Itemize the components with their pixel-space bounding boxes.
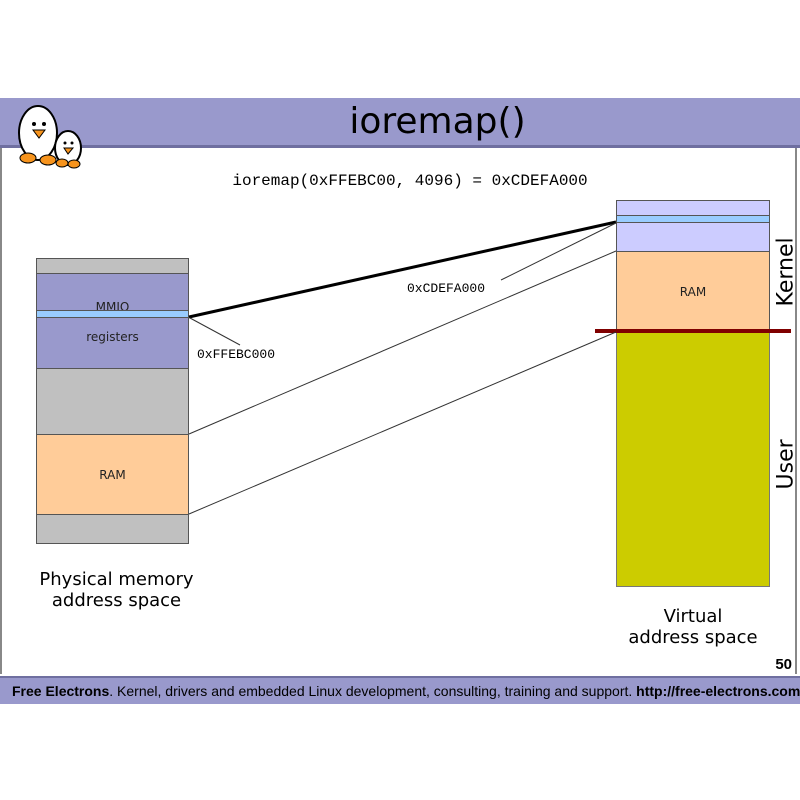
virt-ram-label: RAM bbox=[679, 285, 707, 299]
penguin-logo bbox=[18, 105, 82, 169]
ram-map-bottom-line bbox=[188, 331, 617, 515]
virt-addr-pointer bbox=[500, 222, 617, 281]
page-number: 50 bbox=[775, 656, 792, 673]
slide-frame bbox=[0, 148, 797, 674]
footer-text: . Kernel, drivers and embedded Linux dev… bbox=[109, 683, 637, 699]
phys-ram-label: RAM bbox=[99, 467, 126, 482]
registers-label: registers bbox=[86, 330, 139, 344]
virt-ram: RAM bbox=[616, 251, 770, 333]
virtual-caption: Virtual address space bbox=[596, 606, 790, 648]
virt-kernel-mid bbox=[616, 222, 770, 252]
virtual-caption-line2: address space bbox=[628, 627, 758, 648]
virtual-caption-line1: Virtual bbox=[663, 606, 723, 627]
virt-user bbox=[616, 332, 770, 587]
phys-gray-mid bbox=[36, 368, 189, 435]
physical-caption-line2: address space bbox=[51, 590, 182, 611]
phys-gray-bottom bbox=[36, 514, 189, 544]
footer-brand: Free Electrons bbox=[12, 683, 110, 699]
phys-mmio-bottom: registers bbox=[36, 317, 189, 369]
virt-address-label: 0xCDEFA000 bbox=[407, 281, 486, 296]
physical-caption: Physical memory address space bbox=[20, 569, 213, 611]
footer-bar: Free Electrons. Kernel, drivers and embe… bbox=[0, 676, 800, 704]
title-bar bbox=[0, 98, 800, 148]
phys-address-label: 0xFFEBC000 bbox=[197, 347, 276, 362]
ioremap-call-text: ioremap(0xFFEBC00, 4096) = 0xCDEFA000 bbox=[232, 172, 588, 190]
phys-ram: RAM bbox=[36, 434, 189, 515]
footer-url[interactable]: http://free-electrons.com bbox=[636, 683, 800, 699]
kernel-user-boundary bbox=[595, 329, 791, 333]
phys-addr-pointer bbox=[189, 317, 241, 346]
physical-caption-line1: Physical memory bbox=[39, 569, 194, 590]
slide-title: ioremap() bbox=[349, 101, 526, 142]
ram-map-top-line bbox=[188, 250, 617, 435]
ioremap-mapping-line bbox=[188, 220, 617, 319]
